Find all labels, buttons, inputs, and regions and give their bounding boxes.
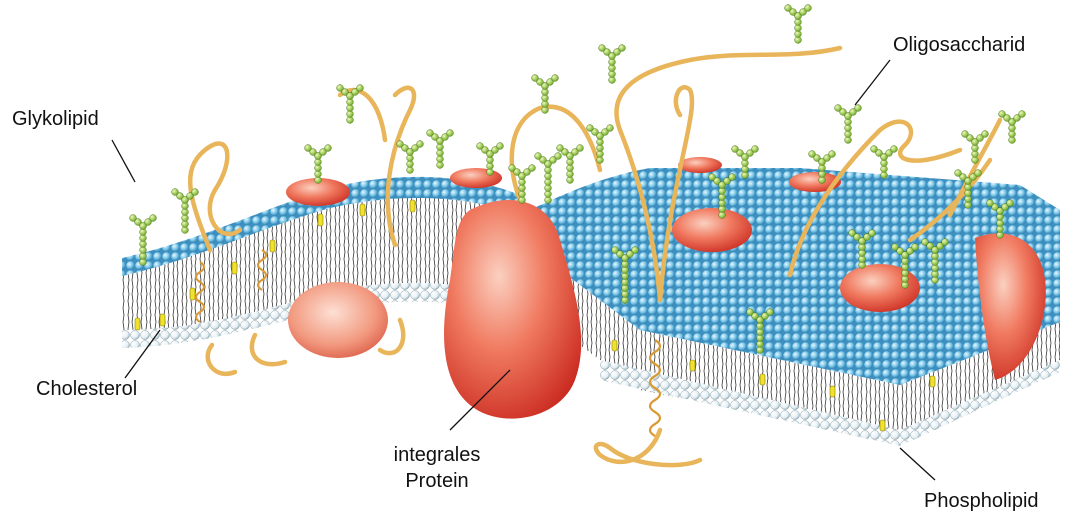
label-glykolipid: Glykolipid — [12, 108, 99, 131]
label-oligosaccharid: Oligosaccharid — [893, 34, 1025, 57]
label-phospholipid: Phospholipid — [924, 490, 1039, 513]
label-integrales-line1: integrales — [372, 442, 502, 468]
right-bilayer — [520, 168, 1060, 446]
label-integrales-protein: integrales Protein — [372, 442, 502, 494]
label-cholesterol: Cholesterol — [36, 378, 137, 401]
label-integrales-line2: Protein — [372, 468, 502, 494]
